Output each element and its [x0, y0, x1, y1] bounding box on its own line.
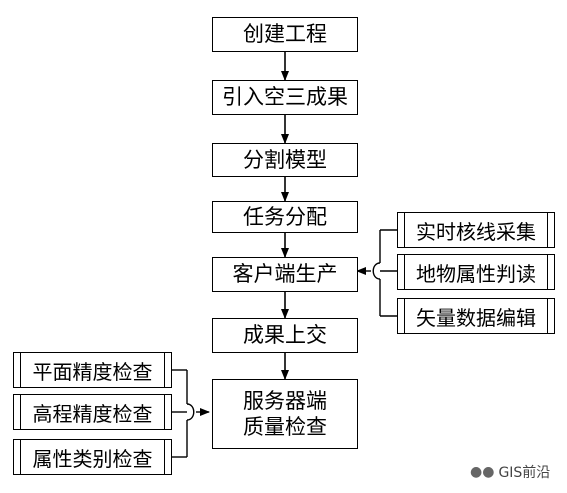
client-task-realtime-epipolar: 实时核线采集 — [397, 212, 555, 248]
step-import-label: 引入空三成果 — [222, 85, 348, 110]
quality-check-planar-accuracy: 平面精度检查 — [13, 352, 172, 388]
client-task-label: 矢量数据编辑 — [416, 305, 536, 330]
quality-checks-bracket — [172, 369, 210, 458]
watermark-text: GIS前沿 — [498, 465, 551, 481]
quality-check-label: 高程精度检查 — [32, 401, 153, 426]
step-create-project: 创建工程 — [212, 17, 358, 52]
step-assign-label: 任务分配 — [243, 204, 327, 229]
step-create-project-label: 创建工程 — [243, 22, 327, 47]
client-task-feature-attribute: 地物属性判读 — [397, 254, 555, 290]
quality-check-attribute-category: 属性类别检查 — [13, 439, 172, 475]
wechat-icon: ●● — [470, 464, 495, 480]
quality-check-label: 平面精度检查 — [32, 359, 153, 384]
step-split-model: 分割模型 — [212, 143, 358, 177]
quality-check-elevation-accuracy: 高程精度检查 — [13, 394, 172, 430]
watermark: ●● GIS前沿 — [470, 462, 550, 482]
client-task-label: 地物属性判读 — [416, 261, 536, 286]
step-server-quality-check: 服务器端 质量检查 — [212, 379, 358, 449]
client-tasks-bracket — [356, 229, 397, 317]
client-task-vector-editing: 矢量数据编辑 — [397, 298, 555, 334]
step-task-assignment: 任务分配 — [212, 201, 358, 233]
step-split-label: 分割模型 — [243, 147, 327, 172]
step-client-label: 客户端生产 — [232, 262, 338, 287]
step-server-label-line2: 质量检查 — [243, 415, 327, 439]
step-client-production: 客户端生产 — [212, 257, 358, 292]
step-import-aerotriangulation: 引入空三成果 — [212, 80, 358, 115]
step-server-label-line1: 服务器端 — [243, 388, 327, 413]
client-task-label: 实时核线采集 — [416, 219, 536, 244]
step-submit-results: 成果上交 — [212, 318, 358, 353]
quality-check-label: 属性类别检查 — [32, 446, 153, 471]
step-submit-label: 成果上交 — [243, 323, 327, 348]
